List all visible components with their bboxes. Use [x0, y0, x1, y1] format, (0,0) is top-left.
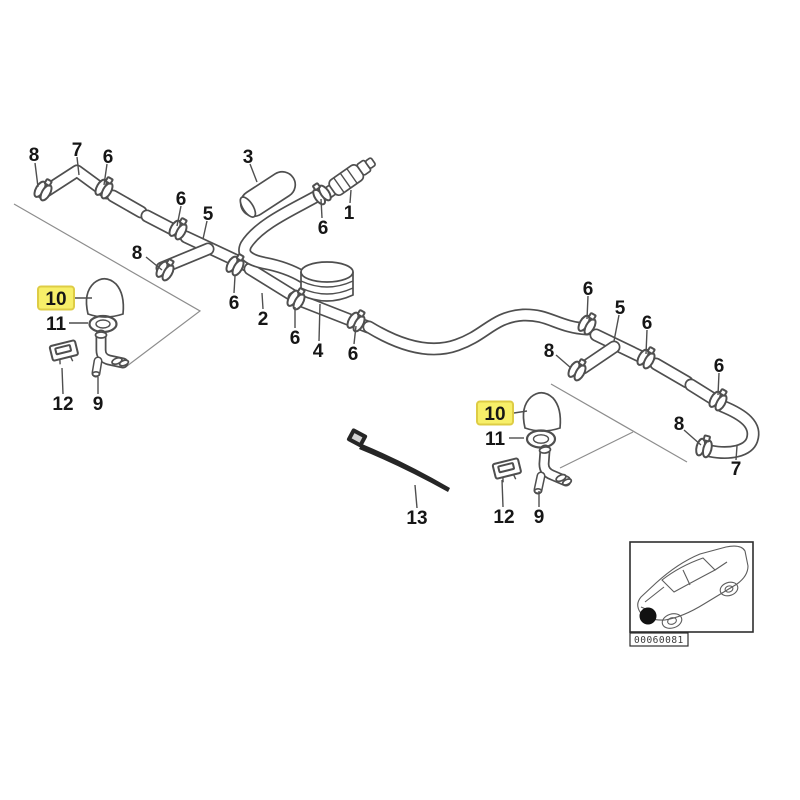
part-label-6[interactable]: 6 [583, 279, 594, 300]
part-label-3[interactable]: 3 [243, 147, 254, 168]
label-leader-line [349, 189, 352, 204]
label-leader-line [202, 220, 208, 240]
pointer-lines [13, 203, 688, 469]
label-leader-line [414, 484, 418, 509]
label-leader-line [320, 198, 323, 219]
label-leader-line [645, 329, 648, 355]
part-label-12[interactable]: 12 [52, 394, 73, 415]
label-leader-line [249, 163, 258, 183]
right-hose-run [649, 357, 722, 407]
label-leader-line [501, 479, 504, 508]
part-label-6[interactable]: 6 [348, 344, 359, 365]
cable-tie-part-13 [346, 428, 450, 492]
jet-cover-cap [85, 277, 125, 318]
diagram-code-box [629, 632, 689, 647]
highlight-badge[interactable] [37, 285, 75, 311]
label-leader-line [613, 314, 620, 342]
location-dot [639, 607, 657, 625]
jet-cover-cap [522, 391, 562, 432]
left-pointer-line [13, 203, 202, 367]
o-ring-seal [525, 429, 557, 449]
label-leader-line [76, 156, 80, 176]
washer-jet-nozzle [533, 444, 573, 495]
part-label-13[interactable]: 13 [406, 508, 427, 529]
part-label-9[interactable]: 9 [93, 394, 104, 415]
part-label-6[interactable]: 6 [714, 356, 725, 377]
hose-2 [243, 262, 299, 302]
label-leader-line [145, 256, 163, 271]
part-label-2[interactable]: 2 [258, 309, 269, 330]
o-ring-seal [88, 314, 118, 334]
long-s-hose [362, 308, 594, 356]
part-label-1[interactable]: 1 [344, 203, 355, 224]
check-valve-part-4 [300, 261, 354, 302]
label-leader-line [261, 292, 264, 310]
part-label-7[interactable]: 7 [731, 459, 742, 480]
sleeve-part-3 [239, 170, 297, 218]
part-label-6[interactable]: 6 [642, 313, 653, 334]
part-label-9[interactable]: 9 [534, 507, 545, 528]
label-leader-line [683, 429, 702, 446]
right-elbow-run [703, 399, 760, 460]
label-leader-line [586, 295, 589, 320]
part-label-8[interactable]: 8 [29, 145, 40, 166]
part-label-7[interactable]: 7 [72, 140, 83, 161]
part-label-6[interactable]: 6 [290, 328, 301, 349]
car-icon [637, 545, 749, 629]
part-label-6[interactable]: 6 [103, 147, 114, 168]
label-leader-line [353, 325, 357, 345]
label-leader-line [103, 163, 108, 186]
mounting-clip-icon [491, 457, 524, 485]
right-pointer-branch [559, 431, 634, 469]
part-label-11[interactable]: 11 [485, 429, 506, 450]
label-leader-line [735, 445, 738, 461]
left-nozzle-assembly [48, 277, 130, 378]
washer-jet-nozzle [91, 329, 130, 378]
part-label-6[interactable]: 6 [318, 218, 329, 239]
upper-hose [238, 189, 324, 284]
label-leader-line [717, 372, 720, 396]
part-label-11[interactable]: 11 [46, 314, 67, 335]
car-inset: 00060081 [629, 541, 754, 647]
label-leader-line [176, 205, 182, 227]
part-label-8[interactable]: 8 [132, 243, 143, 264]
label-leader-line [34, 162, 39, 188]
diagram-code: 00060081 [634, 635, 684, 646]
right-pointer-line [550, 383, 688, 463]
part-label-8[interactable]: 8 [544, 341, 555, 362]
label-leader-line [61, 367, 64, 395]
part-label-6[interactable]: 6 [176, 189, 187, 210]
label-leader-line [233, 275, 236, 294]
label-leader-line [513, 410, 528, 414]
label-leader-line [555, 354, 572, 369]
hose-network [31, 157, 760, 460]
highlight-badge[interactable] [476, 400, 514, 426]
highlighted-part-label-10[interactable]: 10 [484, 404, 505, 425]
inset-frame [629, 541, 754, 633]
part-label-6[interactable]: 6 [229, 293, 240, 314]
part-label-5[interactable]: 5 [615, 298, 626, 319]
label-leader-line [318, 303, 321, 342]
mounting-clip-icon [48, 339, 81, 367]
part-label-12[interactable]: 12 [493, 507, 514, 528]
right-nozzle-assembly [491, 391, 573, 495]
part-label-8[interactable]: 8 [674, 414, 685, 435]
part-label-4[interactable]: 4 [313, 341, 324, 362]
highlighted-part-label-10[interactable]: 10 [45, 289, 66, 310]
part-label-5[interactable]: 5 [203, 204, 214, 225]
